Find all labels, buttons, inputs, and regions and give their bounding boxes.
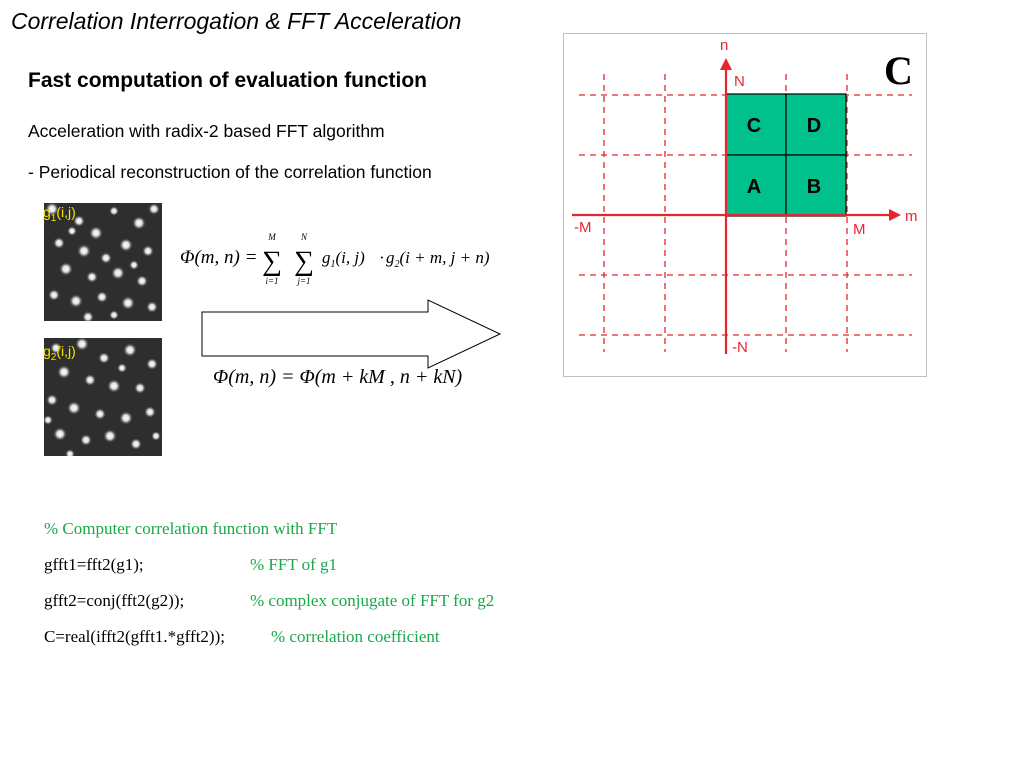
quadrant-d: [785, 93, 847, 156]
eq2-text: Φ(m, n) = Φ(m + kM , n + kN): [213, 366, 463, 388]
slide-title: Correlation Interrogation & FFT Accelera…: [11, 8, 462, 34]
eq1-lhs: Φ(m, n) =: [180, 247, 257, 268]
label-m-upper: M: [853, 221, 866, 238]
speckle-pattern-g2: [44, 338, 162, 456]
eq1-sum1-upper: M: [267, 232, 276, 242]
image-label-g1: g1(i,j): [43, 204, 76, 224]
bullet-acceleration: Acceleration with radix-2 based FFT algo…: [28, 121, 385, 141]
code-comment-1: % FFT of g1: [250, 555, 338, 574]
code-comment-3: % correlation coefficient: [271, 627, 440, 646]
eq1-term1: g1(i, j): [322, 248, 365, 270]
quadrant-label-b: B: [807, 176, 821, 198]
correlation-plane-diagram: C D A B n m N -N M -M C: [563, 33, 927, 377]
eq1-sum2-upper: N: [300, 232, 308, 242]
eq1-dot: ·: [379, 248, 385, 267]
correlation-plane-svg: C D A B n m N -N M -M C: [572, 37, 918, 356]
quadrant-label-a: A: [747, 176, 761, 198]
eq1-sum1-sigma: ∑: [262, 246, 282, 277]
quadrant-block: C D A B: [725, 93, 847, 217]
label-neg-m: -M: [574, 219, 592, 236]
n-axis-arrowhead-icon: [720, 58, 732, 70]
section-heading: Fast computation of evaluation function: [28, 69, 427, 92]
eq1-term2: g2(i + m, j + n): [386, 248, 490, 270]
speckle-pattern-g1: [44, 203, 162, 321]
quadrant-label-c: C: [747, 115, 761, 137]
axes: [572, 66, 892, 354]
right-arrow-icon: [201, 299, 502, 369]
correlation-equation: Φ(m, n) = M ∑ i=1 N ∑ j=1 g1(i, j) · g2(…: [180, 232, 490, 286]
code-comment-header: % Computer correlation function with FFT: [44, 519, 338, 538]
code-line-2: gfft2=conj(fft2(g2));: [44, 591, 185, 610]
periodicity-equation: Φ(m, n) = Φ(m + kM , n + kN): [213, 366, 463, 388]
eq1-sum2-lower: j=1: [296, 276, 310, 286]
image-label-g2: g2(i,j): [43, 343, 76, 363]
speckle-image-g1: [44, 203, 162, 321]
code-line-3: C=real(ifft2(gfft1.*gfft2));: [44, 627, 225, 646]
eq1-sum2-sigma: ∑: [294, 246, 314, 277]
speckle-image-g2: [44, 338, 162, 456]
axis-label-n: n: [720, 37, 728, 54]
corner-label-c: C: [884, 48, 913, 93]
label-neg-n: -N: [732, 339, 748, 356]
quadrant-label-d: D: [807, 115, 821, 137]
code-line-1: gfft1=fft2(g1);: [44, 555, 144, 574]
bullet-periodical: - Periodical reconstruction of the corre…: [28, 162, 432, 182]
eq1-sum1-lower: i=1: [265, 276, 278, 286]
axis-label-m: m: [905, 208, 918, 225]
m-axis-arrowhead-icon: [889, 209, 901, 221]
code-comment-2: % complex conjugate of FFT for g2: [250, 591, 495, 610]
label-n-upper: N: [734, 73, 745, 90]
